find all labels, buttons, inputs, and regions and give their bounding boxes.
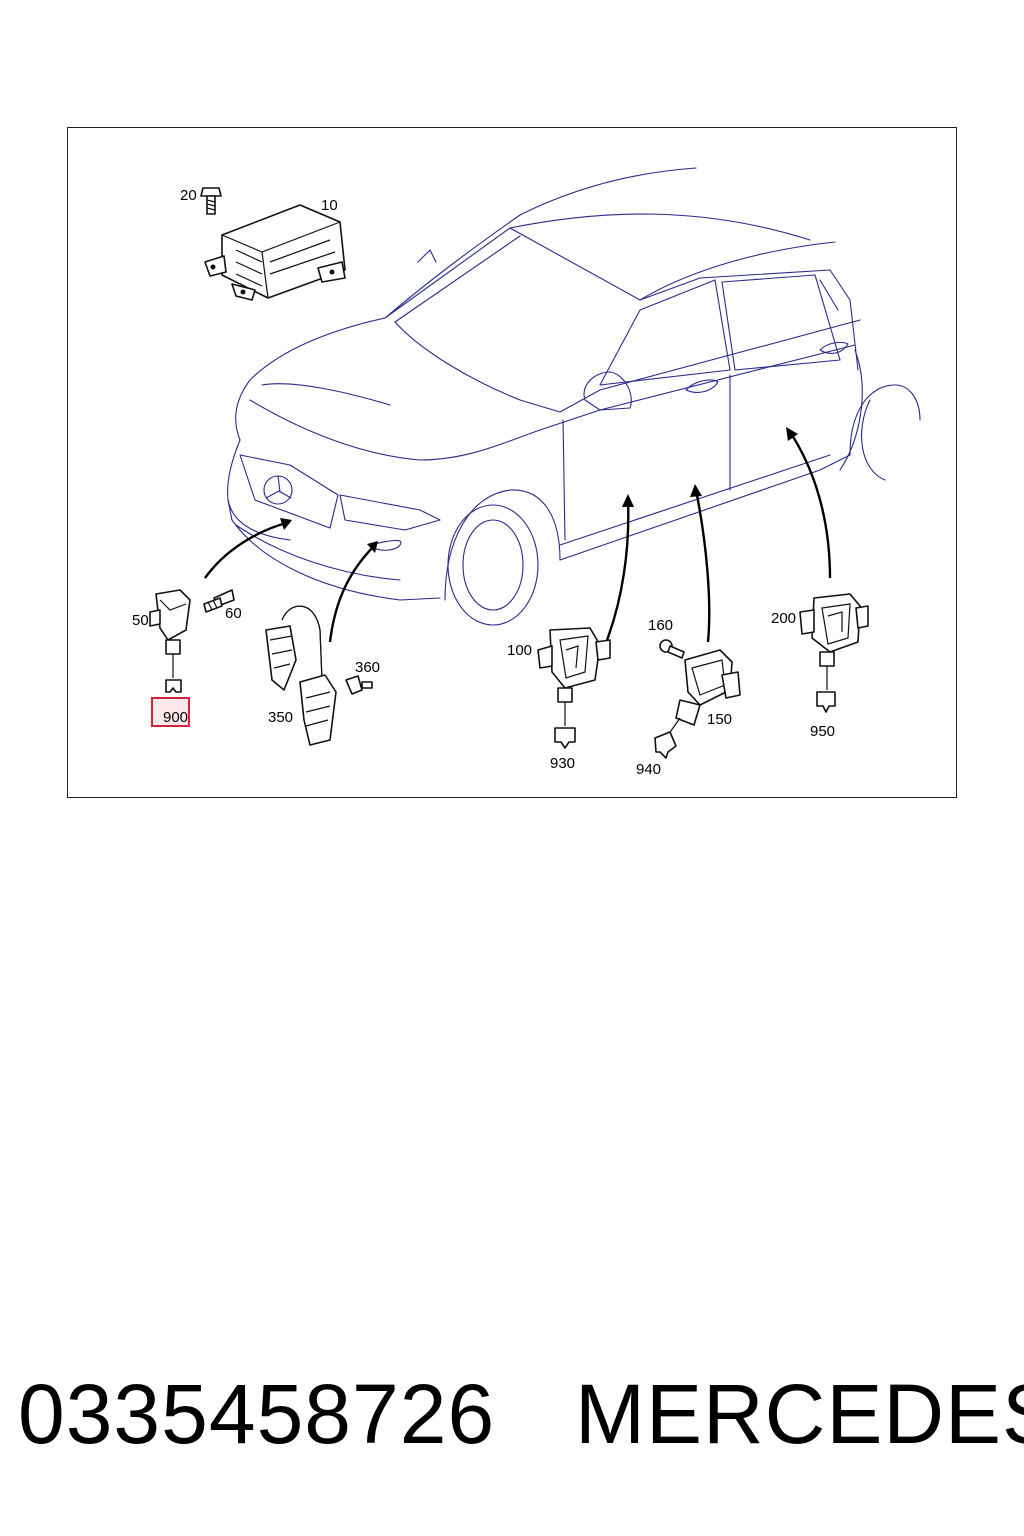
- connector-930-part: [554, 727, 576, 749]
- connector-950-part: [816, 691, 836, 713]
- car-outline: [227, 167, 921, 626]
- brand-name: MERCEDES: [575, 1367, 1024, 1461]
- sensor-100-part: [537, 627, 611, 726]
- leader-arrows: [204, 427, 832, 643]
- control-unit-part: [204, 204, 346, 301]
- caption-bar: 0335458726 MERCEDES: [0, 1372, 1024, 1472]
- sensor-50-part: [149, 589, 191, 678]
- callout-20: 20: [180, 187, 197, 204]
- diagram-frame: [67, 127, 957, 798]
- rivet-360-part: [345, 675, 373, 695]
- callout-10: 10: [321, 197, 338, 214]
- callout-360: 360: [355, 659, 380, 676]
- callout-200: 200: [771, 610, 796, 627]
- callout-900: 900: [163, 709, 188, 726]
- callout-930: 930: [550, 755, 575, 772]
- callout-50: 50: [132, 612, 149, 629]
- callout-950: 950: [810, 723, 835, 740]
- callout-160: 160: [648, 617, 673, 634]
- callout-labels: 20 10 50 60 360 350 900 100 930 160 150 …: [132, 187, 835, 778]
- connector-940-part: [654, 731, 677, 759]
- callout-100: 100: [507, 642, 532, 659]
- part-number: 0335458726: [18, 1367, 496, 1461]
- callout-350: 350: [268, 709, 293, 726]
- callout-60: 60: [225, 605, 242, 622]
- highlight-box: [151, 697, 190, 727]
- callout-150: 150: [707, 711, 732, 728]
- sensor-150-part: [667, 649, 741, 736]
- connector-900-part: [165, 679, 182, 693]
- sensor-350-part: [265, 605, 337, 746]
- bolt-20-part: [200, 187, 222, 215]
- bolt-60-part: [203, 589, 235, 613]
- callout-940: 940: [636, 761, 661, 778]
- sensor-200-part: [799, 593, 869, 690]
- bolt-160-part: [659, 639, 685, 659]
